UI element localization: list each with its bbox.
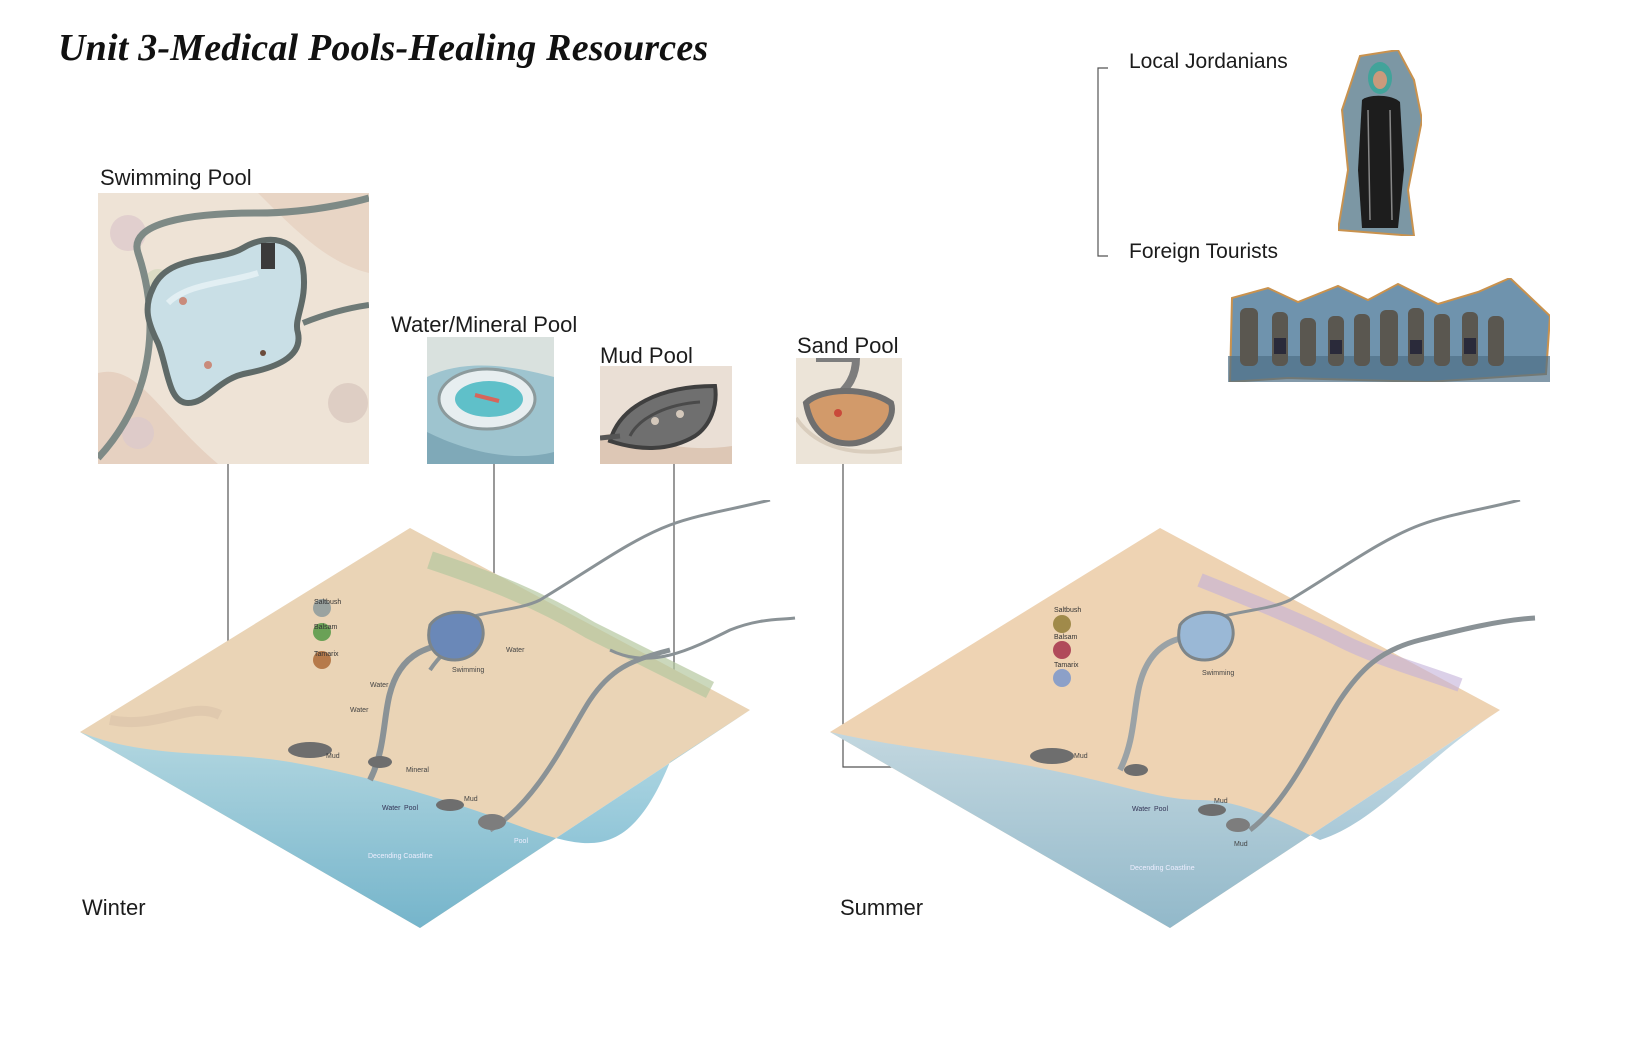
foreign-tourists-photo [1228, 276, 1552, 384]
user-legend-bracket [1097, 67, 1108, 257]
water-mineral-pool-label: Water/Mineral Pool [391, 312, 578, 337]
winter-label-water4: Water [382, 805, 401, 812]
winter-label-mineral: Mineral [406, 767, 429, 774]
winter-label-pool: Pool [404, 805, 419, 812]
winter-label-swimming: Swimming [452, 667, 485, 674]
summer-label-mud: Mud [1074, 753, 1088, 760]
water-mineral-pool-image [427, 337, 554, 464]
winter-label-water1: Water [506, 647, 525, 654]
winter-plant-balsam: Balsam [314, 624, 338, 631]
winter-label-pool2: Pool [514, 838, 529, 845]
mud-pool-image [600, 366, 732, 464]
summer-plant-tamarix: Tamarix [1054, 662, 1079, 669]
summer-label-mud3: Mud [1234, 841, 1248, 848]
sand-pool-image [796, 358, 902, 464]
winter-label-mud: Mud [326, 753, 340, 760]
winter-label-coastline: Decending Coastline [368, 853, 433, 860]
winter-map: Saltbush Balsam Tamarix Water Swimming W… [70, 500, 800, 940]
summer-label-swimming: Swimming [1202, 670, 1235, 677]
summer-plant-saltbush: Saltbush [1054, 607, 1082, 614]
local-jordanian-photo [1336, 48, 1424, 238]
winter-plant-tamarix: Tamarix [314, 651, 339, 658]
summer-label-water: Water [1132, 806, 1151, 813]
winter-label-water2: Water [370, 682, 389, 689]
summer-label-coastline: Decending Coastline [1130, 865, 1195, 872]
summer-label: Summer [840, 895, 924, 920]
winter-plant-saltbush: Saltbush [314, 599, 342, 606]
summer-label-pool: Pool [1154, 806, 1169, 813]
page-title: Unit 3-Medical Pools-Healing Resources [58, 27, 709, 69]
summer-plant-balsam: Balsam [1054, 634, 1078, 641]
winter-label: Winter [82, 895, 146, 920]
winter-label-water3: Water [350, 707, 369, 714]
summer-label-mud2: Mud [1214, 798, 1228, 805]
mud-pool-label: Mud Pool [600, 343, 693, 368]
summer-map: Saltbush Balsam Tamarix Swimming Mud Wat… [820, 500, 1540, 940]
sand-pool-label: Sand Pool [797, 333, 899, 358]
winter-label-mud2: Mud [464, 796, 478, 803]
swimming-pool-image [98, 193, 369, 464]
foreign-tourists-label: Foreign Tourists [1129, 240, 1279, 263]
swimming-pool-label: Swimming Pool [100, 165, 252, 190]
local-jordanians-label: Local Jordanians [1129, 50, 1288, 73]
